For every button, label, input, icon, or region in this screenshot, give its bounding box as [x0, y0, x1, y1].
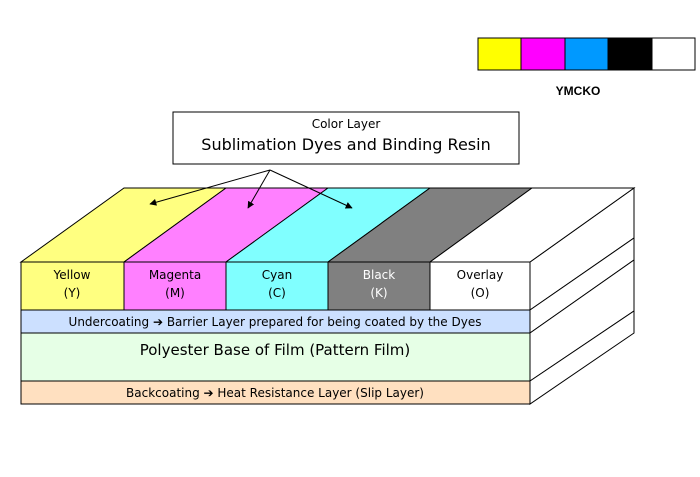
backcoating-layer — [20, 380, 531, 405]
swatch-magenta — [520, 37, 566, 71]
panel-yellow-name: Yellow — [53, 268, 91, 282]
color-panels — [20, 261, 531, 311]
polyester-base-layer — [20, 332, 531, 382]
callout-title: Color Layer — [312, 117, 381, 131]
block-right-side — [529, 187, 635, 405]
ymcko-label: YMCKO — [556, 84, 601, 98]
panel-black-name: Black — [363, 268, 396, 282]
callout-subtitle: Sublimation Dyes and Binding Resin — [201, 135, 490, 154]
backcoating-label: Backcoating ➔ Heat Resistance Layer (Sli… — [126, 386, 424, 400]
panel-cyan-name: Cyan — [262, 268, 292, 282]
callout-arrows — [149, 169, 353, 209]
swatch-cyan — [564, 37, 609, 71]
panel-overlay-name: Overlay — [457, 268, 504, 282]
panel-yellow-code: (Y) — [64, 286, 81, 300]
ymcko-swatch-strip — [477, 37, 696, 71]
swatch-yellow — [477, 37, 522, 71]
panel-magenta — [123, 261, 227, 311]
panel-magenta-code: (M) — [165, 286, 185, 300]
block-top — [19, 187, 636, 263]
undercoating-label: Undercoating ➔ Barrier Layer prepared fo… — [69, 315, 482, 329]
color-layer-callout — [172, 111, 520, 165]
panel-cyan — [225, 261, 329, 311]
panel-overlay-code: (O) — [471, 286, 490, 300]
panel-black — [327, 261, 431, 311]
panel-magenta-name: Magenta — [149, 268, 201, 282]
panel-cyan-code: (C) — [268, 286, 286, 300]
swatch-black — [607, 37, 653, 71]
swatch-overlay — [651, 37, 696, 71]
polyester-base-label: Polyester Base of Film (Pattern Film) — [140, 341, 411, 359]
panel-black-code: (K) — [370, 286, 387, 300]
